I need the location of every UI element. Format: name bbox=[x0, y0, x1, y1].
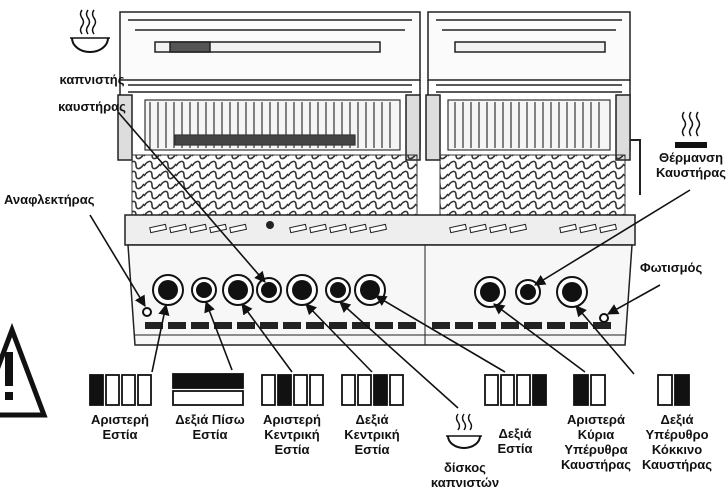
rear-heat-waves-icon bbox=[675, 111, 707, 148]
knobs bbox=[142, 274, 609, 323]
knob-right-ir-red bbox=[556, 276, 588, 308]
knob-left-main-ir bbox=[474, 276, 506, 308]
knob-rear-heat-burner bbox=[515, 279, 541, 305]
burner-position-icon bbox=[657, 374, 690, 406]
smoker-steam-bowl-icon bbox=[70, 9, 110, 53]
knob-left-center-burner bbox=[222, 274, 254, 306]
label-rear-heat-burner: Θέρμανση Καυστήρας bbox=[655, 150, 727, 180]
knob-smoker-burner bbox=[256, 277, 282, 303]
burner-position-icon bbox=[172, 373, 244, 406]
knob-right-burner bbox=[354, 274, 386, 306]
warning-triangle-icon bbox=[0, 322, 48, 418]
burner-position-icon bbox=[484, 374, 547, 406]
knob-left-burner bbox=[152, 274, 184, 306]
burner-position-icon bbox=[341, 374, 404, 406]
burner-position-icons bbox=[89, 373, 690, 406]
burner-position-icon bbox=[261, 374, 324, 406]
knob-right-rear-burner bbox=[191, 277, 217, 303]
right-lid bbox=[425, 11, 631, 161]
left-cooking-grates bbox=[131, 154, 418, 216]
igniter-button bbox=[142, 307, 152, 317]
smoker-tray-steam-bowl-icon bbox=[446, 413, 482, 449]
right-warming-rack bbox=[447, 99, 611, 151]
label-lighting: Φωτισμός bbox=[640, 260, 703, 275]
knob-right-center-burner bbox=[286, 274, 318, 306]
leader-lines bbox=[89, 111, 691, 409]
label-igniter: Αναφλεκτήρας bbox=[4, 192, 95, 207]
label-smoker-burner: καπνιστής καυστήρας bbox=[58, 72, 126, 114]
burner-position-icon bbox=[573, 374, 606, 406]
light-button bbox=[599, 313, 609, 323]
rear-burner-rod bbox=[630, 139, 641, 195]
left-warming-rack bbox=[144, 99, 401, 151]
right-cooking-grates bbox=[439, 154, 626, 216]
knob-smoker-tray bbox=[325, 277, 351, 303]
burner-position-icon bbox=[89, 374, 152, 406]
